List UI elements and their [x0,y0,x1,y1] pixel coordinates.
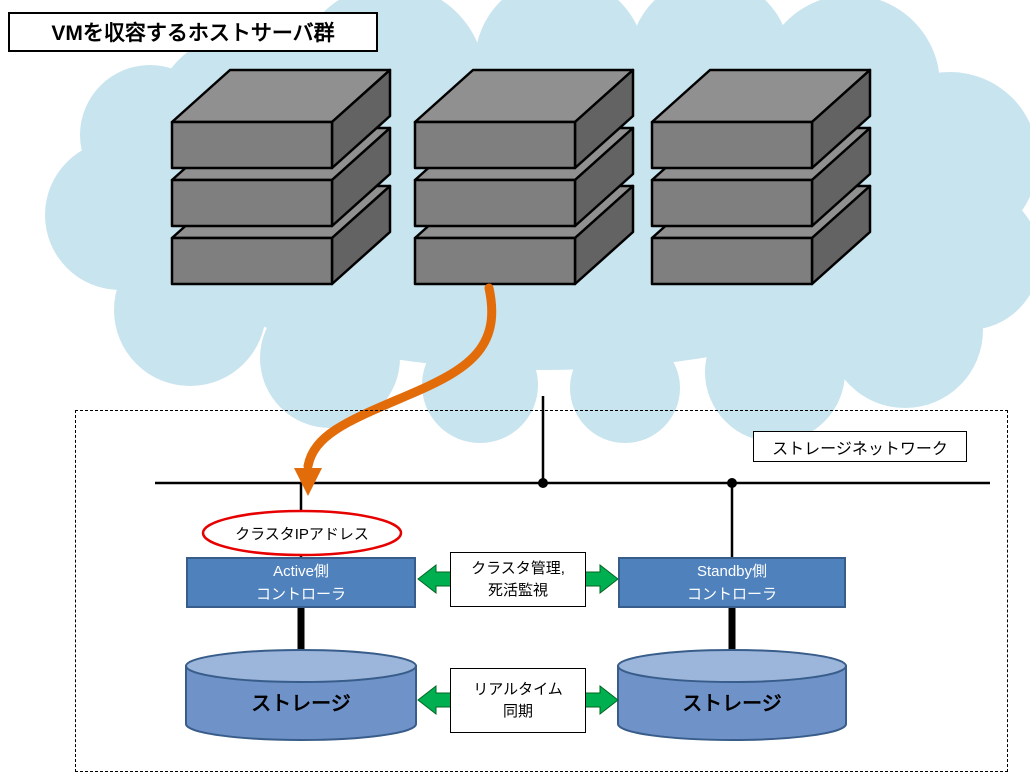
server-stack-3 [650,68,872,286]
standby-controller-line2: コントローラ [686,585,777,603]
orange-arrow [294,283,497,496]
cluster-ip-ellipse [201,509,403,557]
storage-cylinder-active [185,649,417,741]
cluster-ip-label: クラスタIPアドレス [235,526,369,543]
standby-controller: Standby側 コントローラ [618,557,846,608]
storage-network-label: ストレージネットワーク [753,431,967,462]
management-link-line1: クラスタ管理, [471,559,565,577]
page-title: VMを収容するホストサーバ群 [8,12,378,52]
sync-link-label: リアルタイム 同期 [450,668,586,733]
storage-network-box [75,410,1008,772]
active-controller-line2: コントローラ [255,585,346,603]
sync-link-line2: 同期 [502,702,533,720]
standby-controller-line1: Standby側 [696,562,768,580]
management-link-line2: 死活監視 [487,581,548,599]
active-controller-line1: Active側 [273,562,329,580]
standby-storage-label: ストレージ [682,693,782,715]
sync-link-line1: リアルタイム [473,680,563,698]
green-link-arrows [417,563,619,716]
server-stack-2 [413,68,635,286]
active-controller: Active側 コントローラ [186,557,416,608]
management-link-label: クラスタ管理, 死活監視 [450,552,586,607]
storage-cylinder-standby [617,649,847,741]
active-storage-label: ストレージ [251,693,351,715]
server-stack-1 [170,68,392,286]
